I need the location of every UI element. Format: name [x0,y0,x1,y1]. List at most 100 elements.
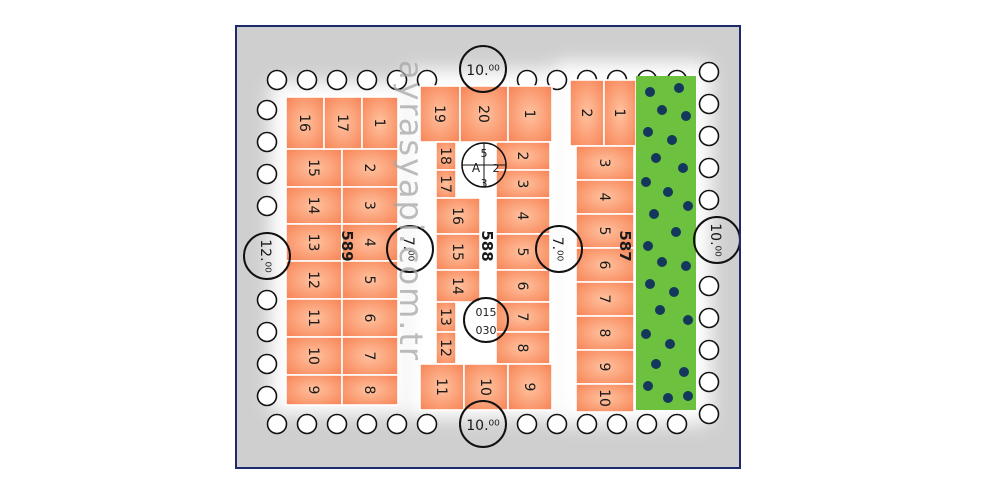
map-frame [235,25,741,469]
area-annotation-line1: 015 [476,306,497,319]
parcel-588-3: 3 [495,169,551,199]
green-area-tree-dot [657,105,667,115]
parcel-shape [285,260,343,300]
green-area-trees [641,83,693,403]
tree-circle [356,413,378,435]
road-top-circle [459,45,507,93]
road-inner-left-circle [386,225,434,273]
tree-circle [666,413,688,435]
parcel-589-7: 7 [341,336,399,376]
parcel-number: 8 [361,386,377,395]
parcel-number: 14 [305,197,321,215]
parcel-589-11: 11 [285,298,343,338]
parcel-589-13: 13 [285,223,343,262]
parcel-588-12: 12 [435,331,457,365]
tree-circle [386,413,408,435]
special-area-right: 2 [493,162,500,175]
green-area-tree-dot [669,287,679,297]
parcel-number: 16 [449,207,465,225]
area-annotation: 015 030 [463,297,509,343]
parcel-number: 1 [611,109,627,118]
parcel-shape [435,269,481,303]
tree-circle [698,125,720,147]
parcel-588-16: 16 [435,197,481,235]
tree-circle [256,289,278,311]
parcel-number: 6 [514,282,530,291]
parcel-shape [285,336,343,376]
green-area-tree-dot [679,367,689,377]
parcel-589-16: 16 [285,96,325,150]
parcel-number: 11 [433,378,449,396]
tree-circle [386,69,408,91]
parcel-588-17: 17 [435,169,457,199]
block-587-label: 587 [616,230,634,261]
parcel-588-9: 9 [507,363,553,411]
parcel-587-10: 10 [575,383,635,413]
road-top: 10.⁰⁰ [459,45,507,93]
parcel-shape [575,213,635,249]
parcel-589-17: 17 [323,96,363,150]
parcel-shape [341,336,399,376]
parcel-589-1: 1 [361,96,399,150]
parcel-number: 5 [514,248,530,257]
parcel-number: 19 [431,105,447,123]
green-area-tree-dot [671,227,681,237]
parcel-number: 3 [361,201,377,210]
tree-circle [256,353,278,375]
parcel-587-9: 9 [575,349,635,385]
green-area-tree-dot [657,257,667,267]
parcel-588-20: 20 [459,85,509,143]
road-right-width: 10.⁰⁰ [707,223,723,257]
green-area-tree-dot [643,127,653,137]
tree-circle [698,275,720,297]
parcel-589-5: 5 [341,260,399,300]
green-area-tree-dot [651,359,661,369]
parcel-number: 8 [596,329,612,338]
road-inner-left-width: 7.⁰⁰ [400,237,416,262]
green-area-tree-dot [663,393,673,403]
parcel-587-3: 3 [575,145,635,181]
green-area-tree-dot [681,111,691,121]
tree-circle [256,321,278,343]
block-588-label: 588 [478,230,496,261]
parcel-shape [495,169,551,199]
parcel-588-7: 7 [495,301,551,333]
tree-circle [698,307,720,329]
parcel-number: 10 [477,378,493,396]
parcel-number: 20 [475,105,491,123]
parcel-shape [569,79,605,147]
parcel-589-2: 2 [341,148,399,188]
parcel-589-10: 10 [285,336,343,376]
tree-circle [256,195,278,217]
parcel-shape [463,363,509,411]
parcel-number: 8 [514,344,530,353]
special-area-top: 5 [481,147,488,160]
parcel-number: 4 [596,193,612,202]
tree-circle [516,413,538,435]
parcel-589-12: 12 [285,260,343,300]
tree-circle [266,69,288,91]
road-bottom-circle [459,400,507,448]
parcel-589-9: 9 [285,374,343,406]
road-inner-right-width: 7.⁰⁰ [549,237,565,262]
parcel-number: 11 [305,309,321,327]
parcel-number: 5 [596,227,612,236]
parcel-number: 13 [437,308,453,326]
green-area-tree-dot [678,163,688,173]
parcel-number: 4 [361,238,377,247]
road-left: 12.⁰⁰ [243,232,291,280]
parcel-shape [575,179,635,215]
parcel-588-1: 1 [507,85,553,143]
road-left-circle [243,232,291,280]
special-area-letter: A [472,161,481,175]
parcel-number: 2 [514,152,530,161]
road-bottom-width: 10.⁰⁰ [466,418,500,434]
parcel-number: 9 [596,363,612,372]
parcel-number: 15 [305,159,321,177]
parcel-number: 7 [596,295,612,304]
tree-circle [296,413,318,435]
tree-circle [256,385,278,407]
parcel-number: 1 [521,110,537,119]
